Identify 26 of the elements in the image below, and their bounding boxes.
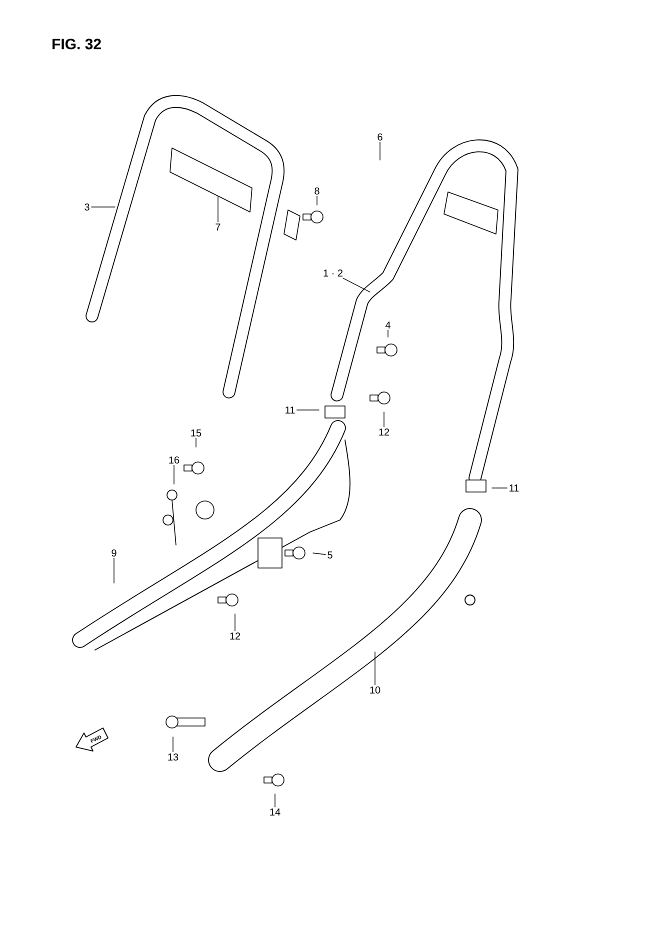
callout-number: 12	[379, 428, 390, 436]
callout-number: 11	[286, 406, 295, 414]
leader-line	[312, 552, 326, 555]
leader-line	[316, 196, 318, 206]
leader-line	[342, 278, 370, 292]
leader-line	[91, 206, 116, 208]
callout-number: 10	[370, 686, 380, 694]
leader-line	[374, 652, 376, 686]
callout-number: 5	[328, 552, 332, 558]
callout-number: 15	[191, 430, 202, 436]
callout-number: 8	[314, 187, 320, 195]
callout-number: 11	[510, 484, 519, 492]
callout-number: 3	[84, 203, 90, 211]
title: FIG. 32	[52, 38, 101, 50]
callout-number: 13	[168, 753, 178, 761]
callout-number: 12	[230, 632, 240, 640]
leader-line	[234, 614, 236, 632]
callout-number: 14	[270, 808, 280, 816]
callout-number: 4	[385, 322, 390, 328]
callout-number: 7	[216, 224, 220, 230]
callout-number: 1 · 2	[324, 270, 342, 276]
leader-line	[172, 736, 174, 752]
callout-number: 16	[169, 456, 180, 464]
leader-line	[274, 794, 276, 808]
callout-number: 6	[378, 133, 382, 141]
callout-number: 9	[112, 549, 116, 557]
